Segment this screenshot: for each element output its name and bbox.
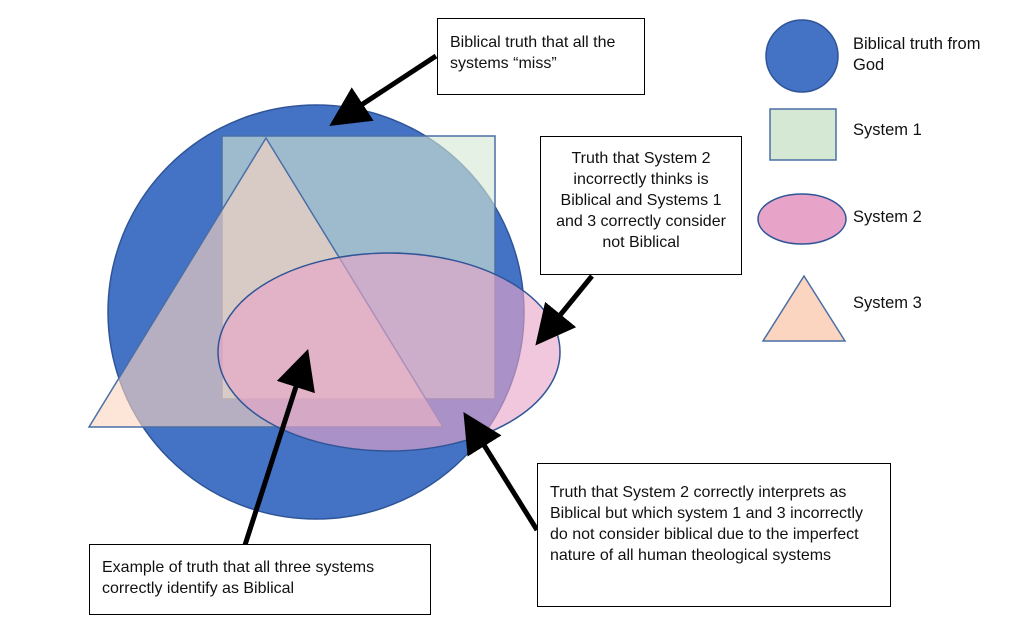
callout-system2-incorrect: Truth that System 2 incorrectly thinks i… — [540, 136, 742, 275]
legend-label-system1: System 1 — [853, 120, 922, 141]
legend-ellipse-icon — [757, 193, 847, 245]
legend-label-system2: System 2 — [853, 207, 922, 228]
callout-all-three: Example of truth that all three systems … — [89, 544, 431, 615]
arrow-system2-incorrect — [535, 274, 594, 346]
legend-label-system3-text: System 3 — [853, 294, 922, 312]
callout-systems-miss-text: Biblical truth that all the systems “mis… — [450, 34, 616, 72]
callout-systems-miss: Biblical truth that all the systems “mis… — [437, 18, 645, 95]
callout-system2-correct: Truth that System 2 correctly interprets… — [537, 463, 891, 607]
callout-all-three-text: Example of truth that all three systems … — [102, 559, 375, 597]
callout-system2-incorrect-text: Truth that System 2 incorrectly thinks i… — [556, 150, 726, 251]
legend-triangle-icon — [761, 274, 847, 342]
arrow-miss — [329, 53, 438, 126]
system2-ellipse — [217, 252, 561, 452]
legend-square-icon — [769, 108, 837, 161]
legend-label-system1-text: System 1 — [853, 121, 922, 139]
callout-system2-correct-text: Truth that System 2 correctly interprets… — [550, 484, 864, 564]
arrow-system2-correct — [463, 412, 540, 532]
legend-circle-icon — [765, 19, 839, 93]
legend-label-biblical-truth-text: Biblical truth from God — [853, 35, 981, 74]
legend-label-system3: System 3 — [853, 293, 922, 314]
arrow-all-three — [242, 348, 315, 546]
legend-label-biblical-truth: Biblical truth from God — [853, 34, 983, 76]
legend-label-system2-text: System 2 — [853, 208, 922, 226]
